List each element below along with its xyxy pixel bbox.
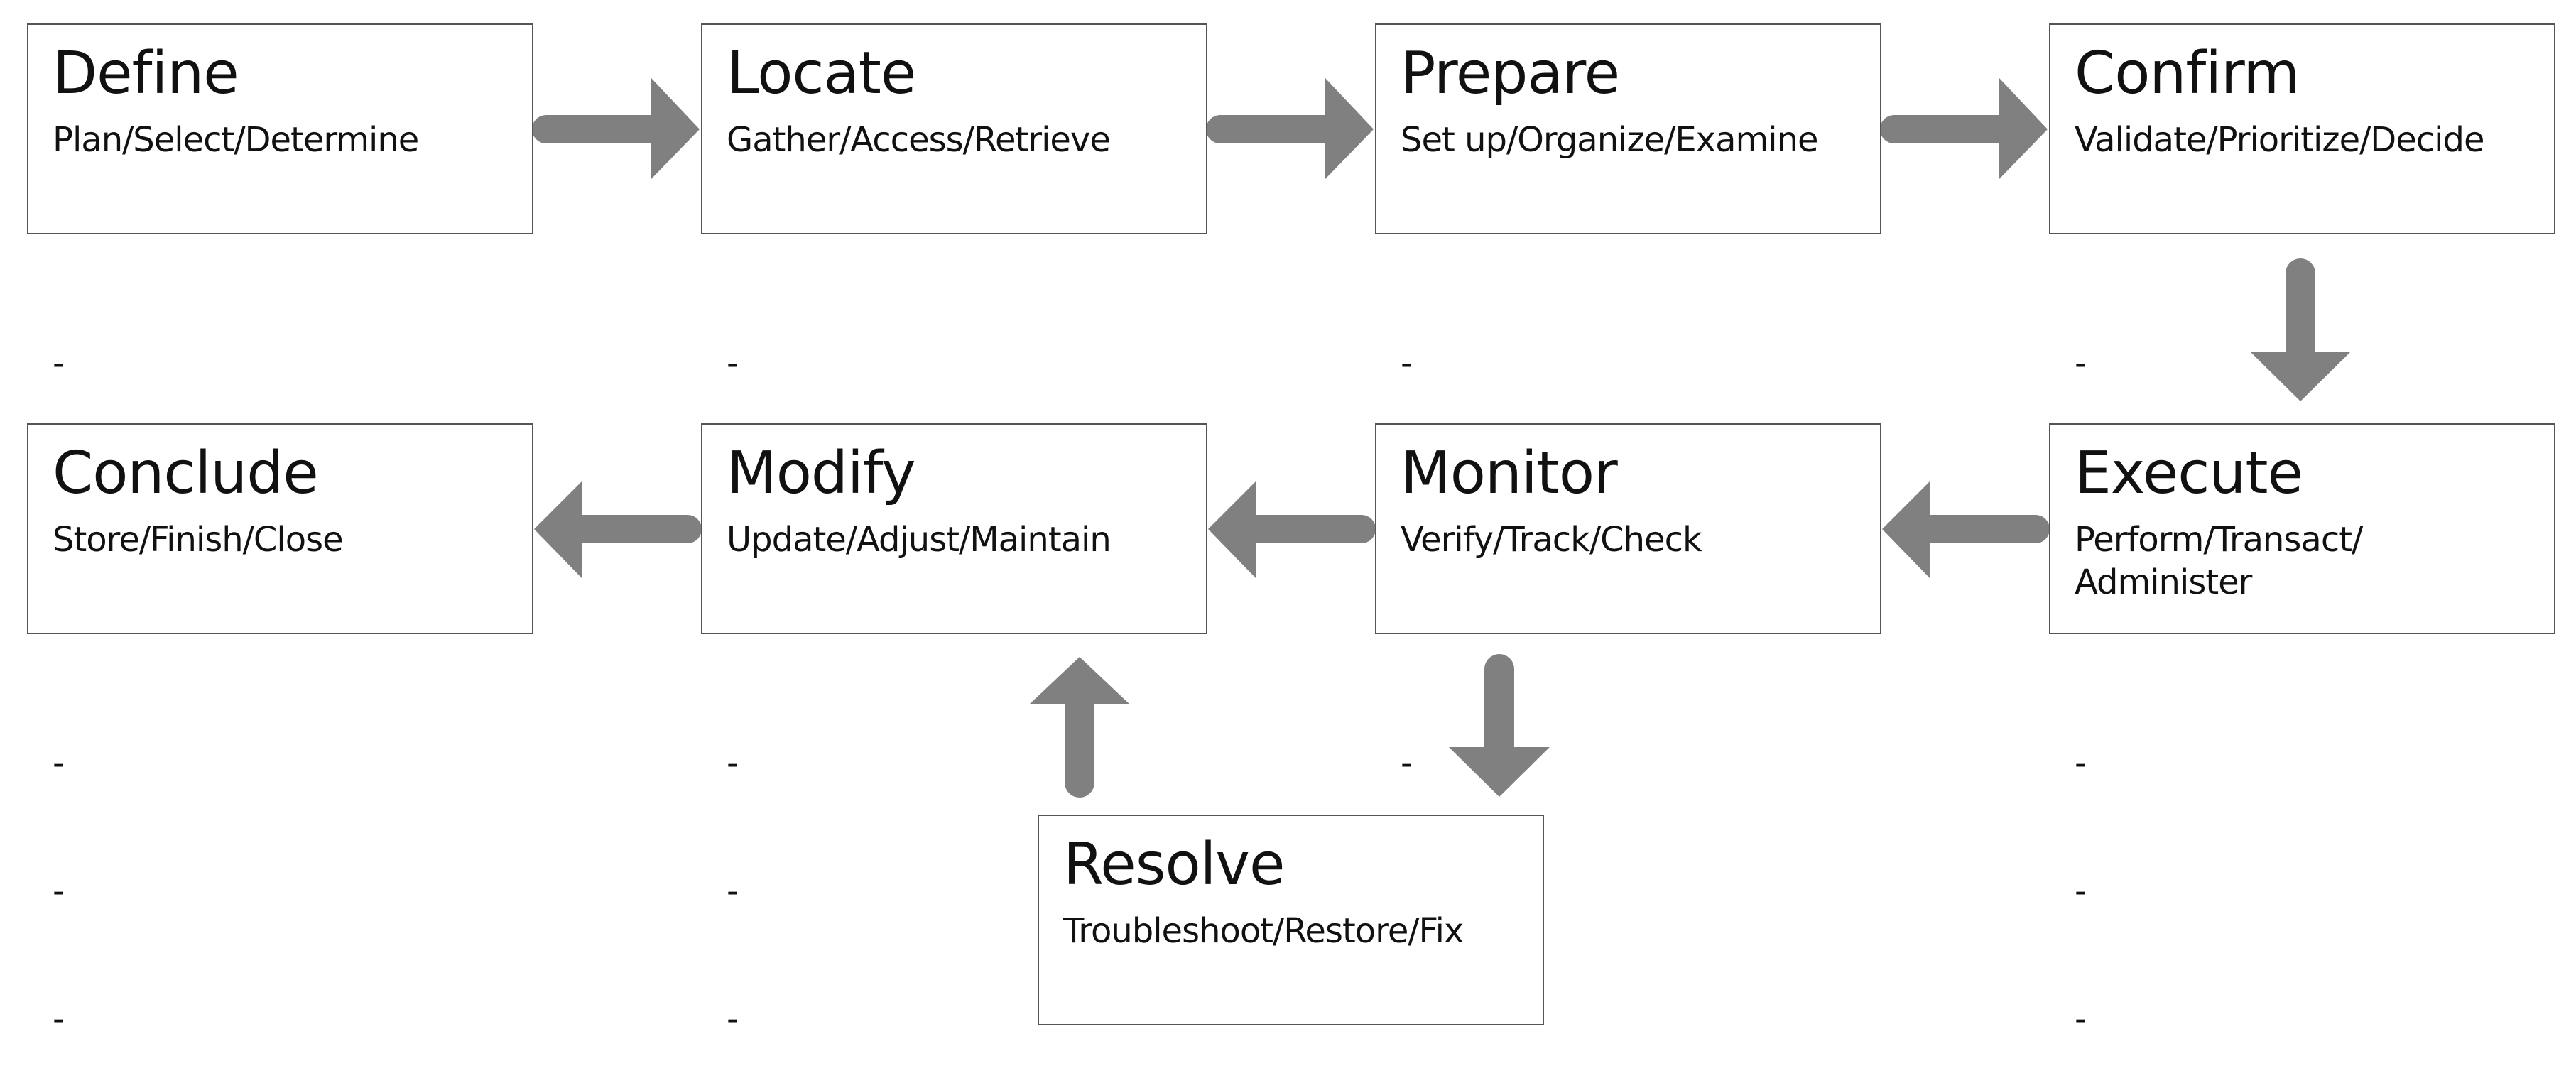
step-subtitle: Gather/Access/Retrieve	[727, 120, 1111, 160]
step-subtitle: Update/Adjust/Maintain	[727, 520, 1112, 560]
note-line: -	[2075, 744, 2087, 783]
step-title: Locate	[727, 40, 916, 107]
arrow-resolve-to-modify	[1029, 657, 1130, 798]
step-subtitle: Set up/Organize/Examine	[1401, 120, 1819, 160]
step-title: Execute	[2075, 440, 2303, 507]
step-box-locate: Locate Gather/Access/Retrieve	[701, 23, 1207, 234]
note-line: -	[53, 999, 65, 1039]
flow-arrows	[532, 78, 2351, 798]
note-line: -	[53, 744, 65, 783]
arrow-define-to-locate	[532, 78, 700, 179]
step-title: Conclude	[53, 440, 319, 507]
step-box-prepare: Prepare Set up/Organize/Examine	[1375, 23, 1881, 234]
step-box-modify: Modify Update/Adjust/Maintain	[701, 423, 1207, 634]
step-subtitle: Troubleshoot/Restore/Fix	[1063, 911, 1464, 951]
step-box-execute: Execute Perform/Transact/ Administer	[2049, 423, 2555, 634]
arrow-execute-to-monitor	[1882, 481, 2050, 579]
note-line: -	[727, 344, 739, 383]
arrow-locate-to-prepare	[1206, 78, 1374, 179]
step-title: Prepare	[1401, 40, 1620, 107]
note-line: -	[1401, 344, 1413, 383]
note-line: -	[727, 744, 739, 783]
step-title: Resolve	[1063, 831, 1285, 898]
step-subtitle: Store/Finish/Close	[53, 520, 344, 560]
step-box-conclude: Conclude Store/Finish/Close	[27, 423, 533, 634]
step-title: Define	[53, 40, 239, 107]
step-subtitle: Verify/Track/Check	[1401, 520, 1702, 560]
note-line: -	[727, 999, 739, 1039]
notes-conclude: - - -	[53, 657, 95, 1083]
note-line: -	[1401, 744, 1413, 783]
arrow-monitor-to-modify	[1208, 481, 1376, 579]
note-line: -	[2075, 871, 2087, 911]
step-subtitle: Plan/Select/Determine	[53, 120, 419, 160]
note-line: -	[2075, 999, 2087, 1039]
arrow-monitor-to-resolve	[1449, 654, 1550, 797]
arrow-prepare-to-confirm	[1880, 78, 2048, 179]
step-subtitle: Perform/Transact/ Administer	[2075, 520, 2363, 602]
step-box-confirm: Confirm Validate/Prioritize/Decide	[2049, 23, 2555, 234]
step-subtitle: Validate/Prioritize/Decide	[2075, 120, 2484, 160]
note-line: -	[727, 871, 739, 911]
step-title: Modify	[727, 440, 916, 507]
note-line: -	[53, 871, 65, 911]
arrow-modify-to-conclude	[534, 481, 702, 579]
arrow-confirm-to-execute	[2250, 258, 2351, 401]
step-box-define: Define Plan/Select/Determine	[27, 23, 533, 234]
step-box-resolve: Resolve Troubleshoot/Restore/Fix	[1038, 815, 1544, 1025]
notes-execute: - - -	[2075, 657, 2117, 1083]
notes-modify: - - -	[727, 657, 769, 1083]
step-box-monitor: Monitor Verify/Track/Check	[1375, 423, 1881, 634]
step-title: Confirm	[2075, 40, 2300, 107]
note-line: -	[2075, 344, 2087, 383]
note-line: -	[53, 344, 65, 383]
step-title: Monitor	[1401, 440, 1618, 507]
